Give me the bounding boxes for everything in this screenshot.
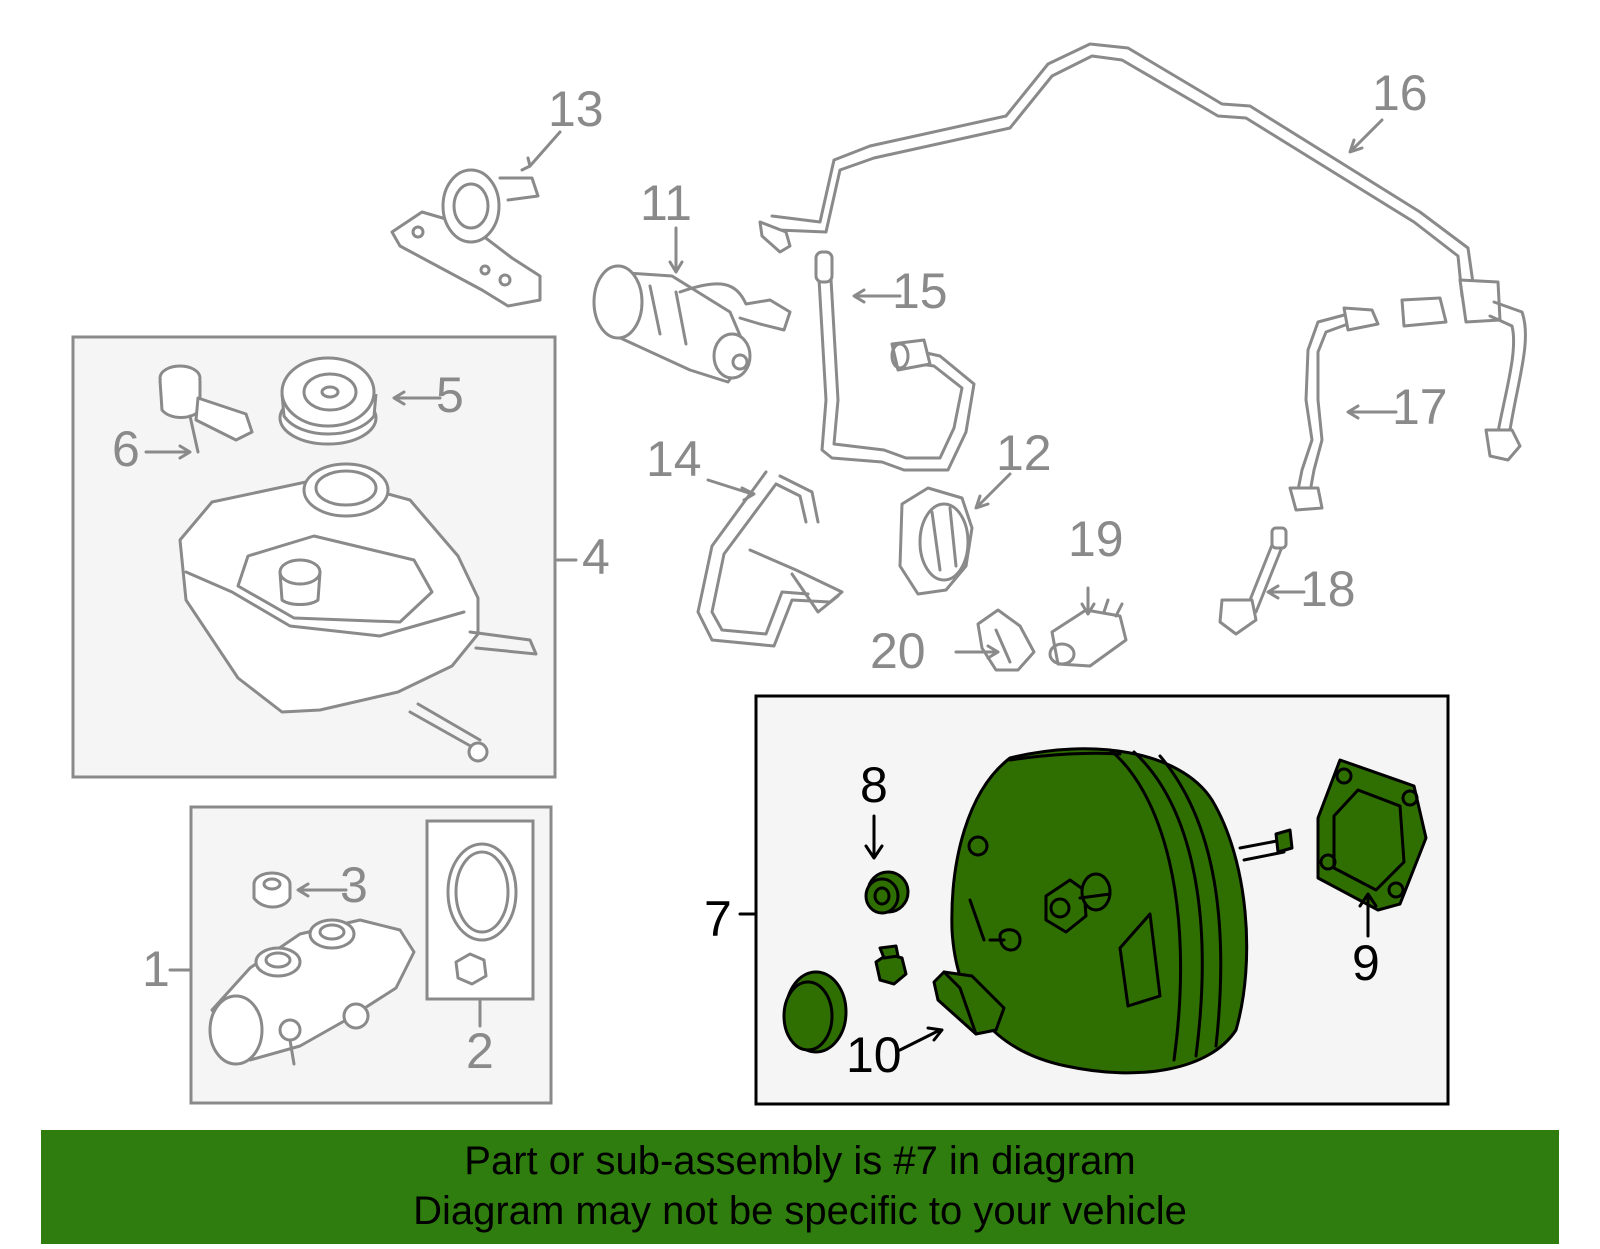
banner-line-1: Part or sub-assembly is #7 in diagram: [464, 1139, 1136, 1183]
part-6-level-sensor: [158, 364, 254, 454]
part-nut: [874, 944, 908, 986]
callout-10: 10: [846, 1027, 902, 1083]
callout-16: 16: [1372, 65, 1428, 121]
part-10-sensor: [932, 970, 1006, 1036]
leader-lines-black: [738, 814, 1378, 1052]
banner-line-2: Diagram may not be specific to your vehi…: [413, 1189, 1187, 1233]
callout-2: 2: [466, 1023, 494, 1079]
callout-20: 20: [870, 623, 926, 679]
part-14-pipe: [696, 470, 844, 648]
callout-3: 3: [340, 857, 368, 913]
part-17-hose: [1288, 306, 1380, 512]
callout-1: 1: [142, 941, 170, 997]
part-3-seal: [252, 871, 292, 909]
callout-5: 5: [436, 367, 464, 423]
part-9-gasket: [1316, 758, 1428, 912]
callout-19: 19: [1068, 511, 1124, 567]
callout-9: 9: [1352, 935, 1380, 991]
callout-8: 8: [860, 757, 888, 813]
callout-15: 15: [892, 263, 948, 319]
callout-14: 14: [646, 431, 702, 487]
callout-7: 7: [704, 891, 732, 947]
callout-4: 4: [582, 529, 610, 585]
info-banner: Part or sub-assembly is #7 in diagram Di…: [41, 1130, 1559, 1244]
part-seal-ring: [782, 970, 848, 1054]
part-1-master-cylinder: [208, 918, 416, 1066]
part-16-vacuum-line: [758, 42, 1527, 462]
part-20-connector: [976, 608, 1036, 672]
callout-13: 13: [548, 81, 604, 137]
part-18-check-valve: [1218, 526, 1288, 636]
callout-17: 17: [1392, 379, 1448, 435]
callout-6: 6: [112, 421, 140, 477]
callout-18: 18: [1300, 561, 1356, 617]
part-2-seal-kit: [446, 842, 518, 986]
part-11-pump-motor: [592, 264, 792, 384]
part-12-grommet: [898, 486, 974, 596]
part-15-hose: [814, 250, 976, 472]
part-5-cap: [278, 356, 378, 446]
leader-lines-gray: [144, 118, 1398, 1028]
callout-12: 12: [996, 425, 1052, 481]
part-8-grommet: [864, 870, 910, 915]
part-13-bracket: [390, 168, 542, 308]
callout-11: 11: [640, 175, 692, 231]
part-7-brake-booster: [950, 747, 1294, 1075]
part-4-reservoir: [178, 462, 538, 763]
